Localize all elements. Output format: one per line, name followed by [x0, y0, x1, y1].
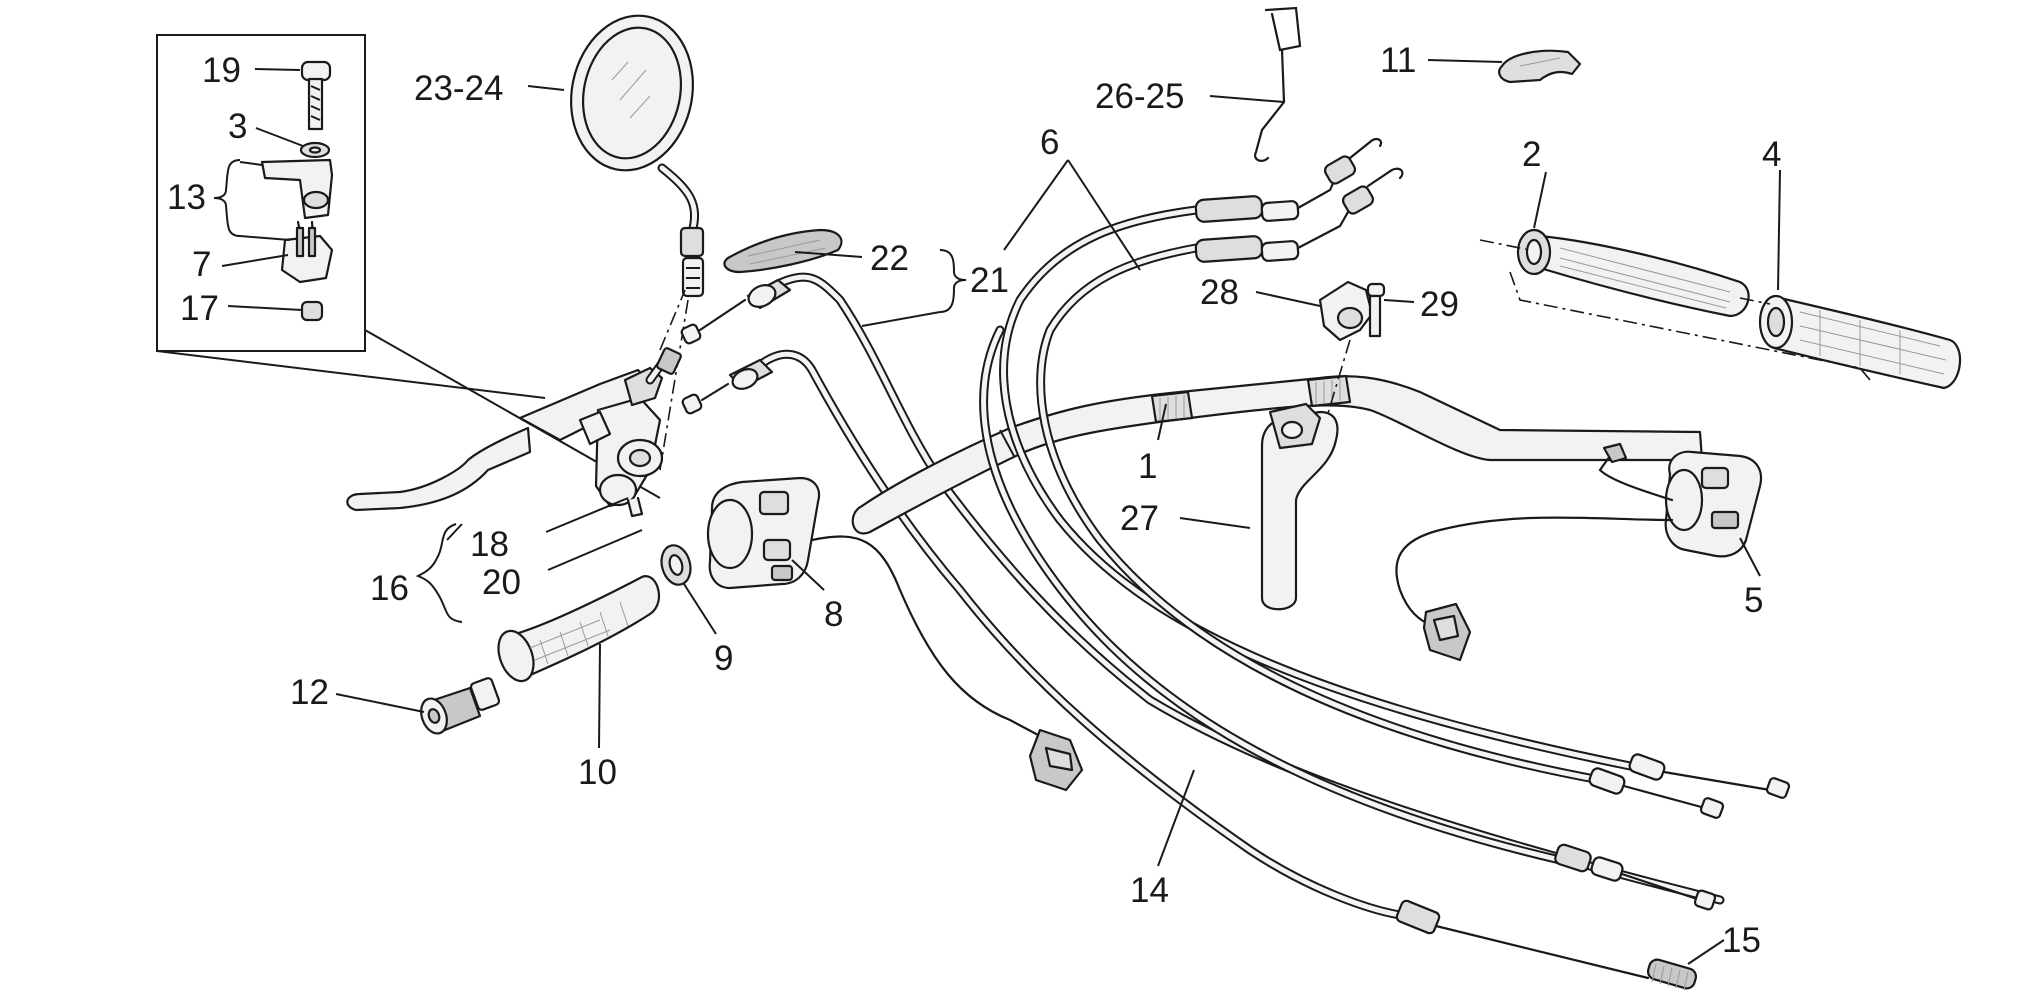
label-9: 9 — [714, 639, 733, 678]
label-27: 27 — [1120, 499, 1159, 538]
label-26-25: 26-25 — [1095, 77, 1185, 116]
part-23-24-mirror — [570, 14, 705, 471]
part-9-washer — [660, 544, 692, 586]
callout-labels: 19 3 13 7 17 23-24 22 21 26-25 11 6 2 4 … — [167, 41, 1781, 960]
part-22-cover — [723, 228, 843, 274]
part-2-throttle-grip — [1516, 228, 1750, 318]
part-1-handlebar — [851, 374, 1704, 535]
part-15-cable-end — [1646, 958, 1698, 991]
part-10-left-grip — [497, 575, 661, 683]
label-7: 7 — [192, 245, 211, 284]
part-19-screw — [300, 60, 332, 131]
part-12-bar-end — [420, 677, 501, 735]
part-28-clamp — [1318, 280, 1374, 342]
label-4: 4 — [1762, 135, 1781, 174]
label-18: 18 — [470, 525, 509, 564]
part-5-right-switch — [1395, 442, 1763, 662]
label-5: 5 — [1744, 581, 1763, 620]
part-21-cable — [680, 272, 1725, 905]
part-27-throttle-tube — [1260, 402, 1339, 611]
label-16: 16 — [370, 569, 409, 608]
label-13: 13 — [167, 178, 206, 217]
cable-long-lower — [979, 325, 1717, 911]
part-8-left-switch — [706, 476, 1084, 792]
part-11-cable-clip — [1498, 49, 1582, 84]
part-13-clamp — [260, 158, 334, 252]
label-19: 19 — [202, 51, 241, 90]
label-15: 15 — [1722, 921, 1761, 960]
label-20: 20 — [482, 563, 521, 602]
part-16-lever — [346, 289, 686, 518]
label-1: 1 — [1138, 447, 1157, 486]
label-22: 22 — [870, 239, 909, 278]
label-29: 29 — [1420, 285, 1459, 324]
label-12: 12 — [290, 673, 329, 712]
part-7-clamp-lower — [280, 226, 334, 284]
label-6: 6 — [1040, 123, 1059, 162]
label-10: 10 — [578, 753, 617, 792]
part-14-clutch-cable — [681, 349, 1650, 980]
label-8: 8 — [824, 595, 843, 634]
label-28: 28 — [1200, 273, 1239, 312]
part-17-nut — [300, 300, 324, 322]
assembly-axis-line — [1479, 239, 1871, 381]
part-3-washer — [299, 141, 331, 159]
leader-lines — [213, 59, 1781, 965]
label-17: 17 — [180, 289, 219, 328]
part-6-throttle-cables — [999, 137, 1791, 819]
label-21: 21 — [970, 261, 1009, 300]
label-2: 2 — [1522, 135, 1541, 174]
label-23-24: 23-24 — [414, 69, 504, 108]
label-3: 3 — [228, 107, 247, 146]
part-4-right-grip — [1758, 294, 1962, 390]
label-14: 14 — [1130, 871, 1169, 910]
part-26-25-bracket — [1254, 6, 1302, 162]
label-11: 11 — [1380, 41, 1416, 80]
